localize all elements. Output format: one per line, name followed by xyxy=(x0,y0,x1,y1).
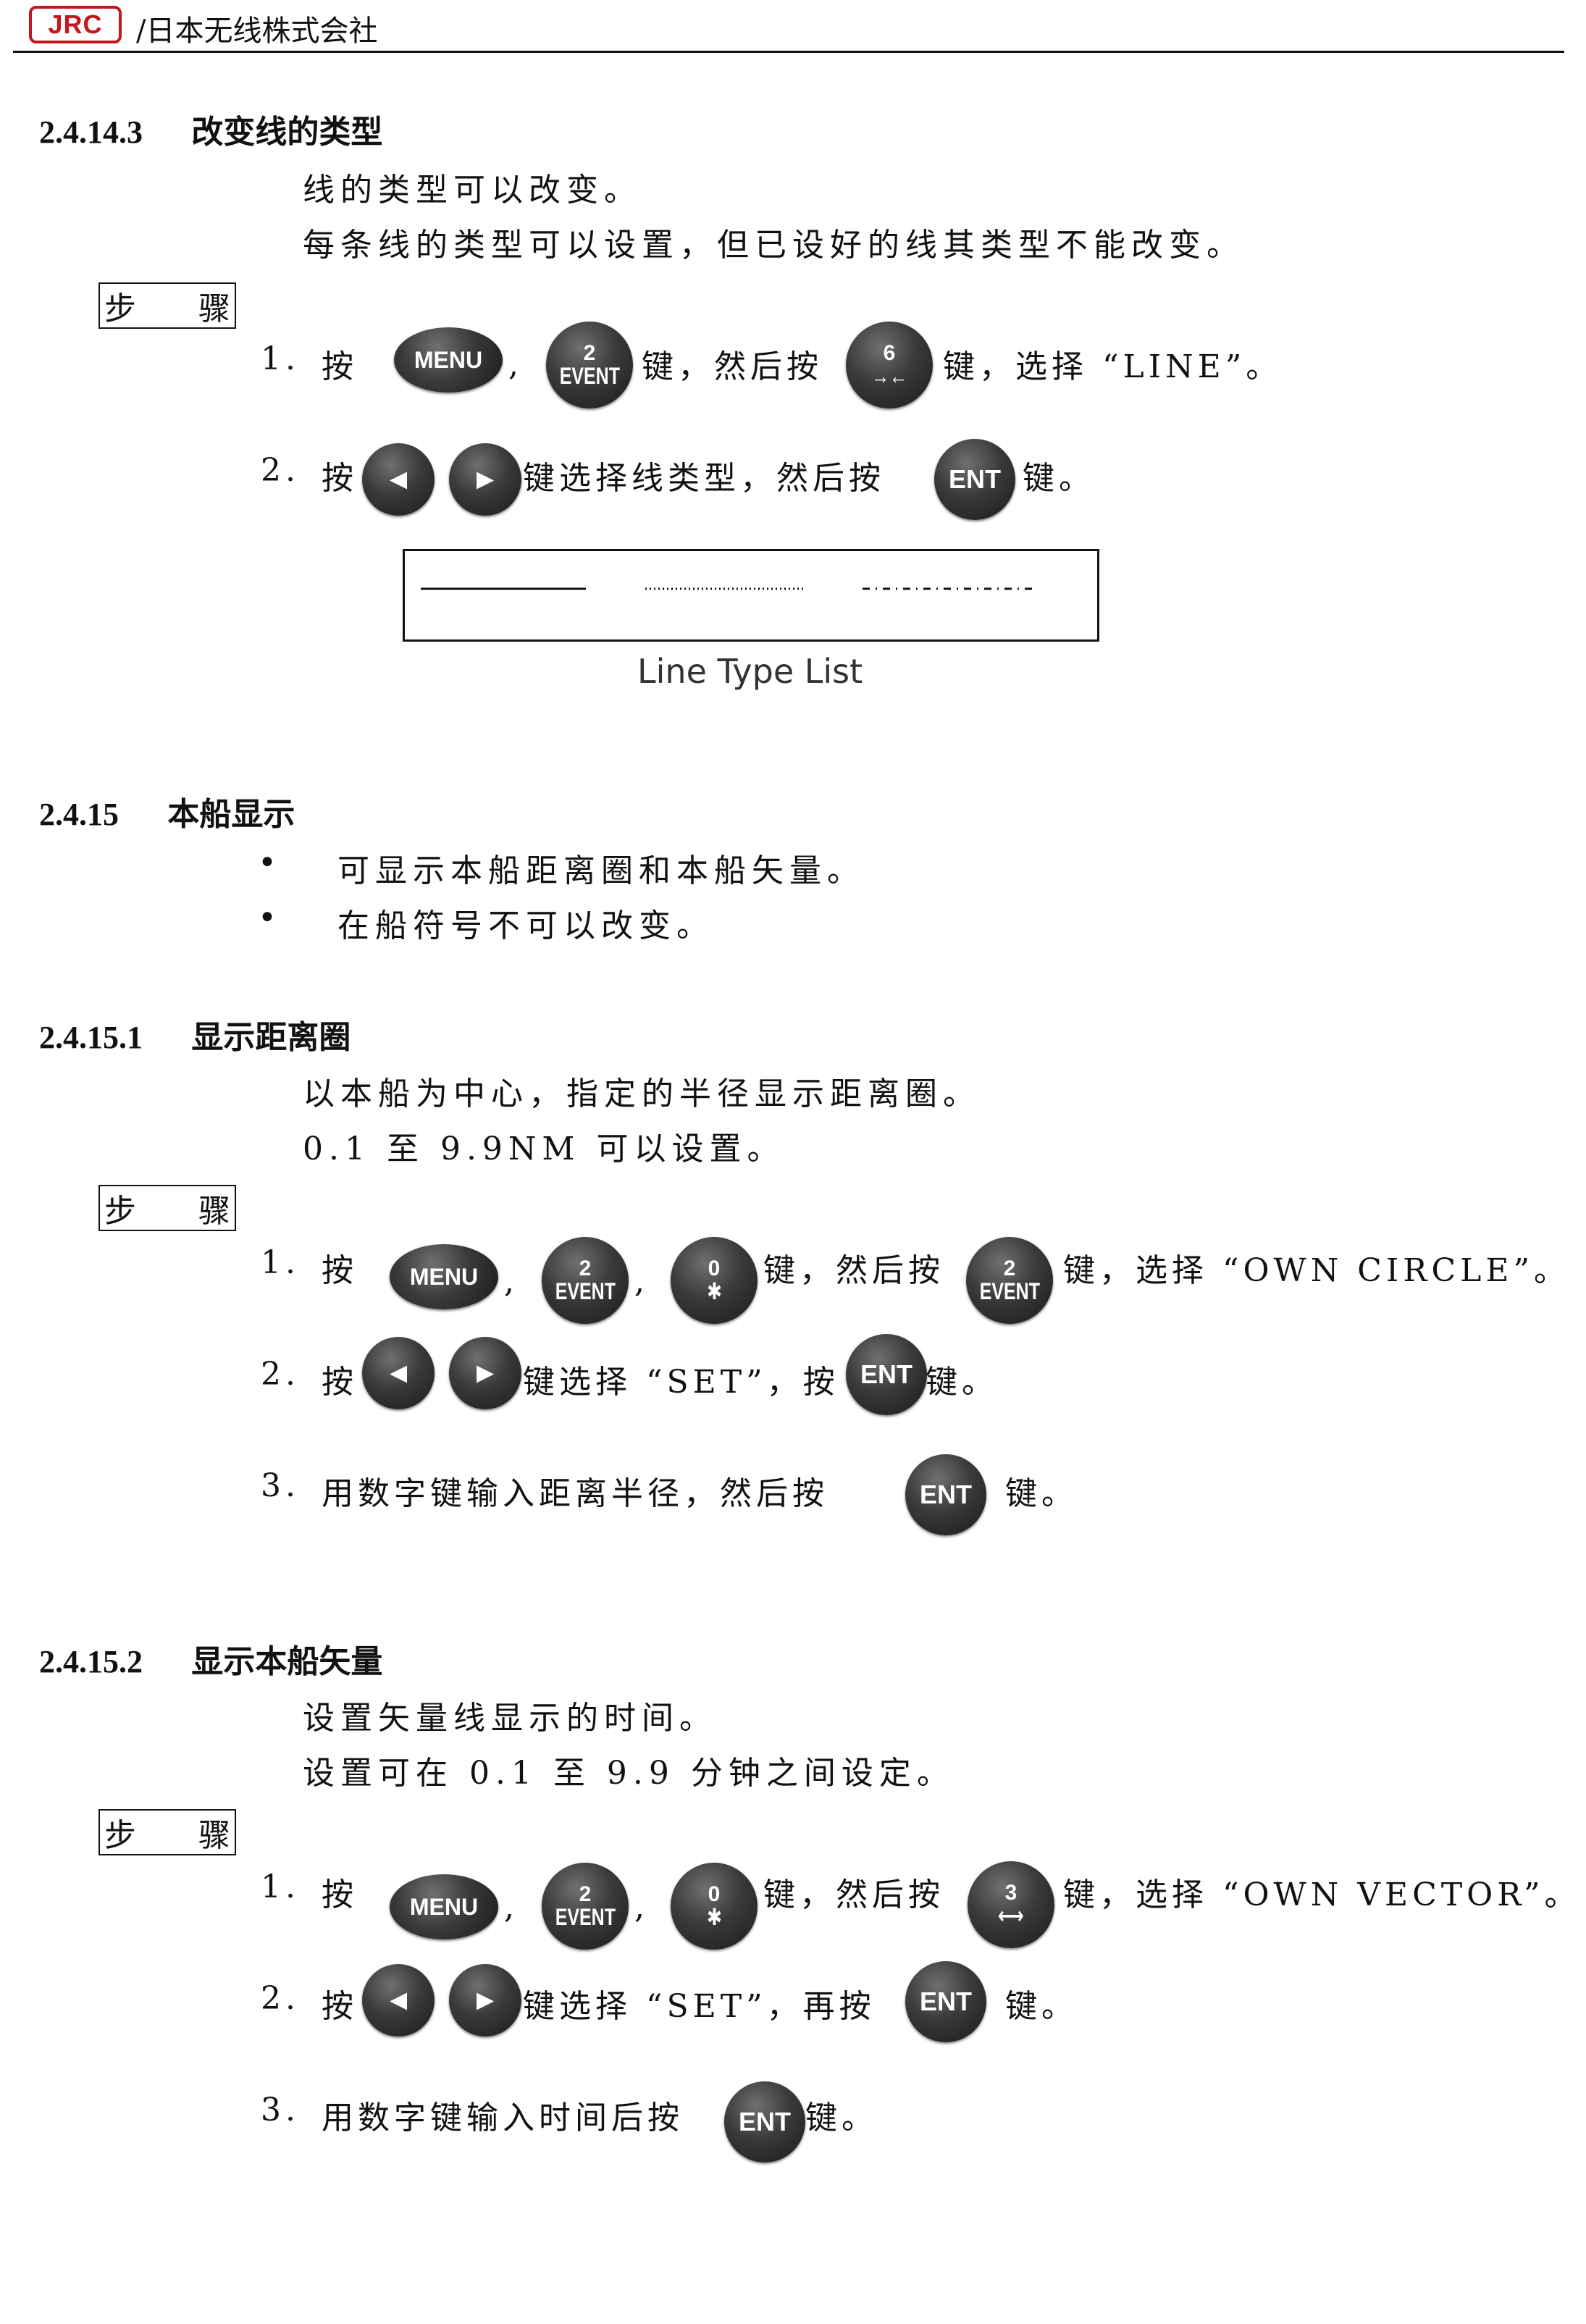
left-arrow-key-icon: ◄ xyxy=(362,443,435,516)
bullet-dot: • xyxy=(258,899,282,936)
step-number: 2. xyxy=(261,1356,300,1393)
step-text: 按 xyxy=(322,460,358,497)
step-text: 键。 xyxy=(805,2099,878,2136)
section-heading-2-4-15-2: 2.4.15.2 显示本船矢量 xyxy=(39,1643,383,1680)
steps-label: 步骤 xyxy=(98,282,236,329)
step-number: 1. xyxy=(261,340,300,377)
right-arrow-key-icon: ► xyxy=(449,1337,521,1409)
steps-label: 步骤 xyxy=(98,1809,236,1855)
step-text: 键。 xyxy=(926,1364,998,1401)
left-arrow-key-icon: ◄ xyxy=(362,1337,435,1409)
body-text: 以本船为中心，指定的半径显示距离圈。 xyxy=(303,1075,981,1112)
step-text: 用数字键输入时间后按 xyxy=(322,2099,684,2136)
step-text: 按 xyxy=(322,1252,358,1289)
step-number: 2. xyxy=(261,452,300,489)
section-heading-2-4-15: 2.4.15 本船显示 xyxy=(39,796,295,833)
section-heading-2-4-15-1: 2.4.15.1 显示距离圈 xyxy=(39,1019,351,1056)
step-number: 1. xyxy=(261,1868,300,1905)
ent-key-icon: ENT xyxy=(905,1454,986,1535)
right-arrow-key-icon: ► xyxy=(449,443,521,516)
separator: , xyxy=(508,346,523,383)
step-text: 键选择 “SET”，再按 xyxy=(523,1988,876,2025)
left-arrow-key-icon: ◄ xyxy=(362,1964,435,2036)
step-number: 3. xyxy=(261,2092,300,2128)
step-text: 键，选择 “OWN CIRCLE”。 xyxy=(1063,1252,1570,1289)
line-type-caption: Line Type List xyxy=(637,652,863,691)
header-divider xyxy=(13,51,1564,53)
step-text: 键选择 “SET”，按 xyxy=(523,1364,839,1401)
separator: , xyxy=(634,1263,649,1300)
jrc-logo: JRC xyxy=(29,6,122,43)
line-type-list xyxy=(403,549,1099,642)
body-text: 设置可在 0.1 至 9.9 分钟之间设定。 xyxy=(303,1755,954,1792)
step-text: 键，然后按 xyxy=(763,1876,944,1913)
right-arrow-key-icon: ► xyxy=(449,1964,521,2036)
bullet-item: 可显示本船距离圈和本船矢量。 xyxy=(337,852,865,889)
step-text: 按 xyxy=(322,1876,358,1913)
ent-key-icon: ENT xyxy=(934,439,1015,520)
step-text: 键。 xyxy=(1005,1475,1078,1512)
step-number: 2. xyxy=(261,1980,300,2017)
line-type-samples xyxy=(421,587,1036,590)
step-text: 键，选择 “OWN VECTOR”。 xyxy=(1063,1876,1581,1913)
key-6-icon: 6→← xyxy=(846,322,933,408)
section-heading-2-4-14-3: 2.4.14.3 改变线的类型 xyxy=(39,114,383,151)
step-text: 键。 xyxy=(1005,1988,1078,2025)
step-text: 用数字键输入距离半径，然后按 xyxy=(322,1475,828,1512)
separator: , xyxy=(634,1889,649,1926)
step-text: 按 xyxy=(322,348,358,385)
step-number: 3. xyxy=(261,1467,300,1504)
company-name: /日本无线株式会社 xyxy=(136,14,378,48)
ent-key-icon: ENT xyxy=(724,2081,805,2163)
step-text: 键选择线类型，然后按 xyxy=(523,460,885,497)
body-text: 0.1 至 9.9NM 可以设置。 xyxy=(303,1130,785,1167)
bullet-dot: • xyxy=(258,844,282,881)
step-text: 键。 xyxy=(1023,460,1095,497)
ent-key-icon: ENT xyxy=(905,1961,986,2042)
step-text: 按 xyxy=(322,1988,358,2025)
bullet-item: 在船符号不可以改变。 xyxy=(337,907,714,944)
key-3-icon: 3⟷ xyxy=(968,1861,1054,1948)
separator: , xyxy=(504,1263,519,1300)
ent-key-icon: ENT xyxy=(846,1334,927,1415)
steps-label: 步骤 xyxy=(98,1185,236,1231)
body-text: 每条线的类型可以设置，但已设好的线其类型不能改变。 xyxy=(303,227,1244,264)
menu-key-icon: MENU xyxy=(390,1874,498,1939)
menu-key-icon: MENU xyxy=(390,1244,498,1309)
separator: , xyxy=(504,1889,519,1926)
body-text: 线的类型可以改变。 xyxy=(303,172,642,209)
step-text: 按 xyxy=(322,1364,358,1401)
body-text: 设置矢量线显示的时间。 xyxy=(303,1700,717,1737)
key-0-icon: 0✱ xyxy=(671,1237,758,1324)
menu-key-icon: MENU xyxy=(394,327,503,393)
key-0-icon: 0✱ xyxy=(671,1863,758,1950)
step-text: 键，然后按 xyxy=(642,348,823,385)
step-number: 1. xyxy=(261,1244,300,1281)
step-text: 键，然后按 xyxy=(763,1252,944,1289)
step-text: 键，选择 “LINE”。 xyxy=(943,348,1283,385)
